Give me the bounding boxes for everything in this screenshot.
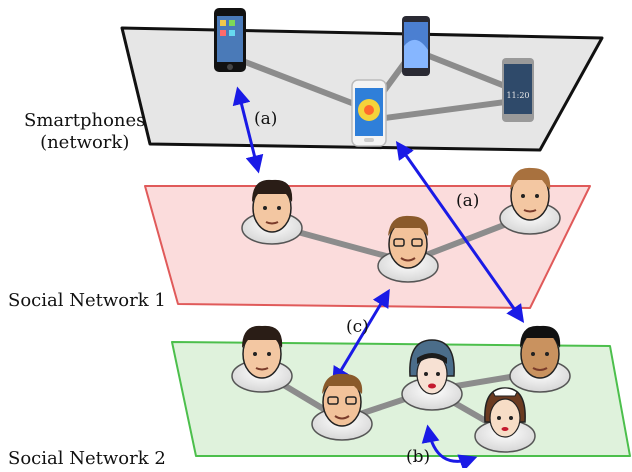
edge-label-a1: (a) [254,109,277,129]
man-face-icon [231,325,293,393]
layer-label-social2: Social Network 2 [8,448,166,469]
edge-label-a2: (a) [456,191,479,211]
edge-label-b: (b) [406,447,430,467]
interlayer-arrow-c [332,288,390,386]
svg-text:11:20: 11:20 [506,91,529,100]
phone-link [237,57,373,113]
phone-link [367,97,523,123]
interlayer-arrow-a2 [395,141,525,323]
interlayer-arrow-b [421,424,478,472]
interlayer-arrow-a1 [232,86,264,174]
man-face-icon [499,167,561,235]
woman-face-icon [474,387,536,453]
layer-label-line2: (network) [40,132,130,153]
interlayer-links [232,86,525,472]
smartphone-icon: 11:20 [502,58,534,122]
smartphone-icon [351,79,387,147]
man-face-icon [241,179,303,245]
edge-label-c: (c) [346,317,369,337]
smartphone-icon [402,16,430,76]
man-face-icon [311,373,373,441]
layer-label-line1: Smartphones [24,110,146,131]
woman-face-icon [401,339,463,411]
layer-label-social1: Social Network 1 [8,290,166,311]
layer-label-smartphones: Smartphones (network) [24,110,145,154]
man-face-icon [509,325,571,393]
man-face-icon [377,215,439,283]
smartphone-icon [214,8,246,72]
